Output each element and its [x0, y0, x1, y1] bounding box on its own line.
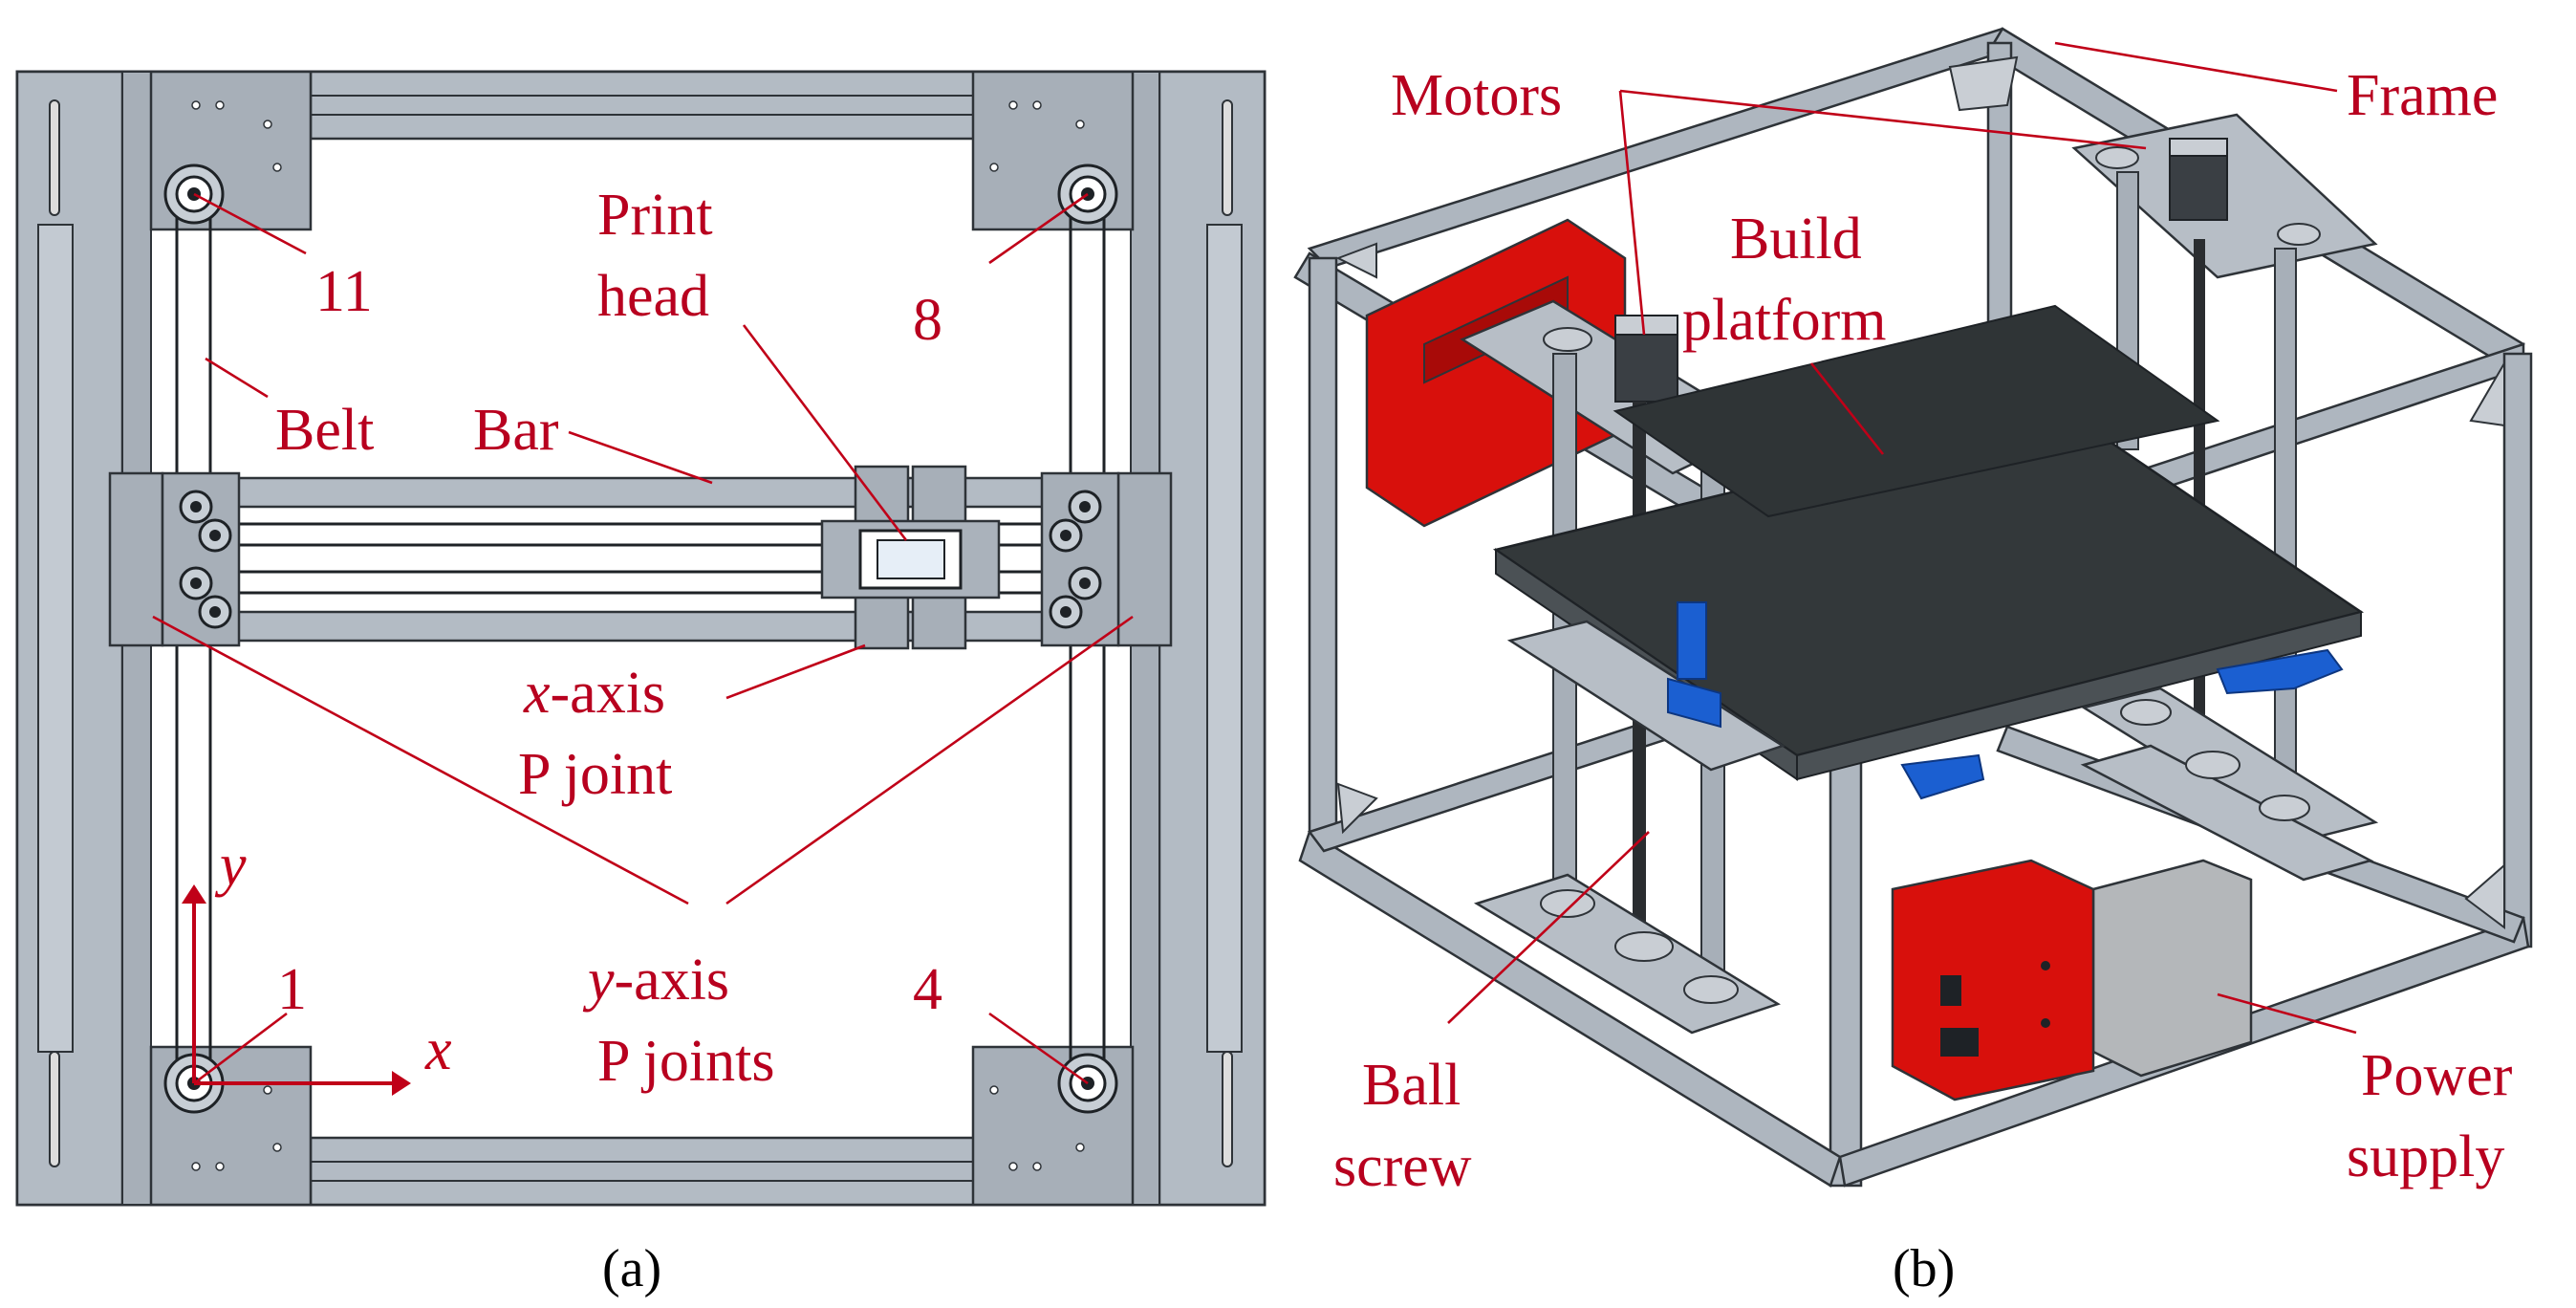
label-11: 11 — [315, 259, 373, 324]
print-head — [820, 465, 1001, 650]
leader-lines-b — [1447, 41, 2357, 1035]
label-1: 1 — [277, 957, 307, 1022]
label-frame: Frame — [2347, 63, 2498, 128]
leader-lines-a — [152, 192, 1134, 1085]
label-8: 8 — [913, 288, 942, 353]
label-print-head-1: Print — [597, 183, 713, 248]
y-carriage-left — [108, 471, 241, 647]
x-var: x — [523, 661, 551, 726]
y-var: y — [582, 948, 615, 1013]
label-print-head-2: head — [597, 264, 709, 329]
label-bar: Bar — [473, 398, 559, 463]
label-build-platform-1: Build — [1730, 207, 1862, 272]
label-x-axis-p-joint-1: x-axis — [523, 661, 665, 726]
x-axis-rest: -axis — [551, 661, 666, 726]
power-supply — [1891, 859, 2253, 1101]
power-switch-icon — [1940, 975, 1961, 1006]
label-build-platform-2: platform — [1682, 288, 1887, 353]
axis-x-label: x — [424, 1017, 452, 1082]
panel-b-isometric-view: Motors Frame Build platform Ball screw P… — [1293, 27, 2533, 1298]
label-4: 4 — [913, 957, 942, 1022]
caption-b: (b) — [1893, 1239, 1955, 1298]
label-power-supply-2: supply — [2347, 1124, 2504, 1189]
bottom-rail — [309, 1136, 982, 1207]
label-motors: Motors — [1391, 63, 1562, 128]
label-ball-screw-1: Ball — [1362, 1053, 1461, 1118]
power-socket-icon — [1940, 1028, 1979, 1057]
axis-y-label: y — [214, 833, 247, 898]
motor-plate-right — [2071, 113, 2378, 279]
top-rail — [309, 70, 982, 141]
label-y-axis-p-joints-1: y-axis — [582, 948, 729, 1013]
caption-a: (a) — [602, 1239, 661, 1298]
label-y-axis-p-joints-2: P joints — [597, 1029, 775, 1094]
label-power-supply-1: Power — [2361, 1043, 2513, 1108]
panel-a-top-view: x y Print head 11 8 Belt Bar x-axis P jo… — [15, 70, 1266, 1298]
coordinate-axes — [182, 884, 411, 1096]
y-carriage-right — [1040, 471, 1173, 647]
label-x-axis-p-joint-2: P joint — [518, 742, 672, 807]
label-belt: Belt — [275, 398, 374, 463]
label-ball-screw-2: screw — [1333, 1134, 1472, 1199]
y-axis-rest: -axis — [615, 948, 730, 1013]
blue-clamps — [1667, 601, 2344, 800]
